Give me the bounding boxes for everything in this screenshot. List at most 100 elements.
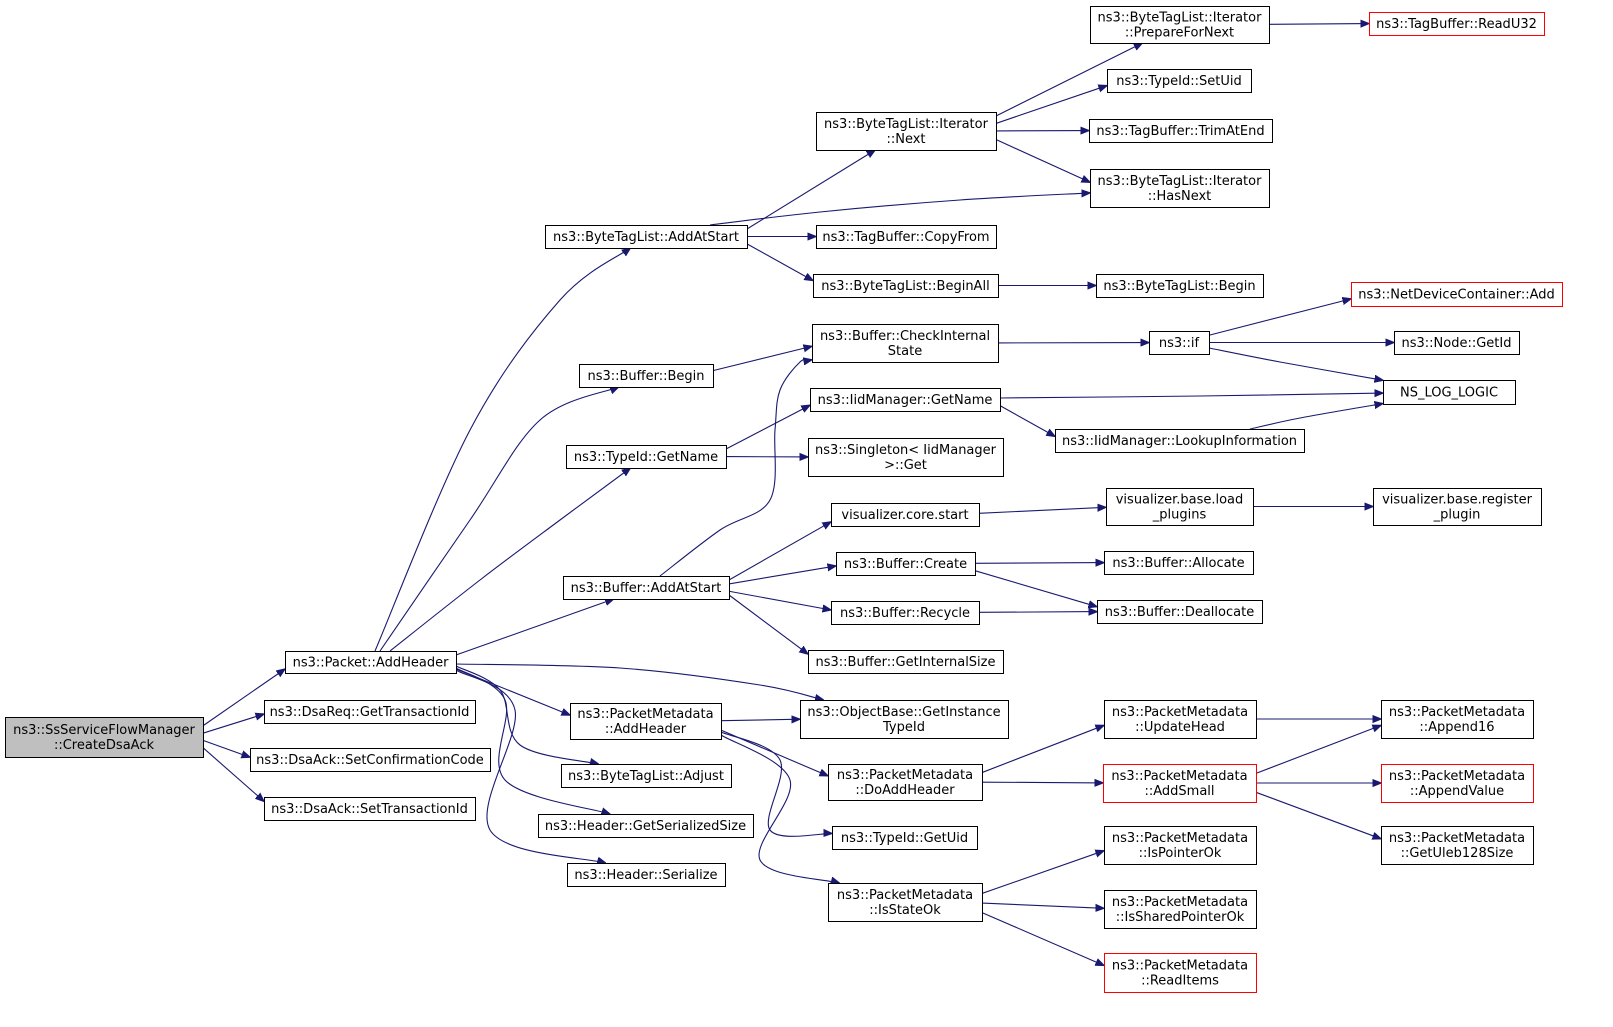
node-addheader[interactable]: ns3::Packet::AddHeader: [285, 651, 457, 674]
node-label-line: ns3::Buffer::GetInternalSize: [816, 655, 996, 670]
node-btl-it-next[interactable]: ns3::ByteTagList::Iterator::Next: [816, 112, 997, 151]
node-buffer-allocate[interactable]: ns3::Buffer::Allocate: [1104, 551, 1254, 575]
node-box: [1351, 282, 1563, 307]
node-btl-it-preparefornext[interactable]: ns3::ByteTagList::Iterator::PrepareForNe…: [1090, 6, 1270, 44]
node-tagbuf-trimatend[interactable]: ns3::TagBuffer::TrimAtEnd: [1089, 119, 1273, 143]
node-label-line: TypeId: [882, 720, 925, 735]
node-header-serialize[interactable]: ns3::Header::Serialize: [567, 863, 726, 887]
nodes-layer: ns3::SsServiceFlowManager::CreateDsaAckn…: [5, 6, 1563, 993]
node-label-line: ns3::Node::GetId: [1402, 336, 1512, 351]
node-tagbuf-readu32[interactable]: ns3::TagBuffer::ReadU32: [1369, 12, 1545, 36]
node-label-line: ns3::ByteTagList::BeginAll: [821, 279, 989, 294]
node-pm-ispointerok[interactable]: ns3::PacketMetadata::IsPointerOk: [1104, 826, 1257, 865]
node-ns-log-logic[interactable]: NS_LOG_LOGIC: [1383, 380, 1516, 405]
node-box: [1383, 380, 1516, 405]
node-buffer-create[interactable]: ns3::Buffer::Create: [836, 552, 976, 576]
edge-buffer_addatstart-to-buffer_checkinternal: [659, 359, 812, 577]
node-label-line: ns3::TagBuffer::TrimAtEnd: [1096, 124, 1264, 139]
node-label-line: ::ReadItems: [1141, 974, 1219, 989]
node-label-line: ns3::PacketMetadata: [1112, 959, 1248, 974]
node-label-line: ::AddHeader: [605, 722, 687, 737]
node-pm-updatehead[interactable]: ns3::PacketMetadata::UpdateHead: [1104, 700, 1257, 739]
edge-btl_it_next-to-btl_it_preparefornext: [995, 43, 1142, 117]
node-label-line: ns3::TypeId::GetName: [574, 450, 718, 465]
edge-pm_isstateok-to-pm_issharedpointerok: [981, 902, 1104, 908]
node-label-line: ns3::PacketMetadata: [1112, 831, 1248, 846]
node-tagbuf-copyfrom[interactable]: ns3::TagBuffer::CopyFrom: [816, 225, 997, 249]
node-label-line: ns3::ByteTagList::Begin: [1103, 279, 1255, 294]
edge-pm_doaddheader-to-pm_updatehead: [981, 725, 1104, 774]
node-box: [813, 274, 999, 298]
edge-buffer_addatstart-to-buffer_recycle: [728, 590, 831, 610]
node-buffer-recycle[interactable]: ns3::Buffer::Recycle: [831, 601, 980, 625]
node-dsareq-gettid[interactable]: ns3::DsaReq::GetTransactionId: [264, 700, 476, 724]
node-viz-core-start[interactable]: visualizer.core.start: [831, 503, 980, 527]
node-buffer-begin[interactable]: ns3::Buffer::Begin: [579, 364, 714, 388]
node-label-line: ns3::TagBuffer::CopyFrom: [822, 230, 989, 245]
node-pm-getuleb128size[interactable]: ns3::PacketMetadata::GetUleb128Size: [1381, 826, 1534, 865]
node-label-line: ns3::PacketMetadata: [1112, 895, 1248, 910]
node-pm-readitems[interactable]: ns3::PacketMetadata::ReadItems: [1104, 953, 1257, 993]
node-label-line: ns3::SsServiceFlowManager: [13, 723, 195, 738]
node-pm-appendvalue[interactable]: ns3::PacketMetadata::AppendValue: [1381, 764, 1534, 803]
node-dsaack-settid[interactable]: ns3::DsaAck::SetTransactionId: [264, 797, 476, 821]
node-box: [1104, 551, 1254, 575]
node-btl-addatstart[interactable]: ns3::ByteTagList::AddAtStart: [545, 225, 748, 249]
node-label-line: _plugin: [1433, 508, 1481, 523]
node-header-getsersize[interactable]: ns3::Header::GetSerializedSize: [538, 814, 754, 838]
node-pm-addheader[interactable]: ns3::PacketMetadata::AddHeader: [570, 703, 722, 740]
node-label-line: ::IsPointerOk: [1139, 846, 1222, 861]
node-label-line: ns3::Buffer::Recycle: [840, 606, 970, 621]
node-label-line: ns3::Singleton< IidManager: [815, 443, 997, 458]
node-label-line: ns3::ByteTagList::Iterator: [1098, 174, 1263, 189]
node-pm-issharedpointerok[interactable]: ns3::PacketMetadata::IsSharedPointerOk: [1104, 890, 1257, 929]
node-pm-append16[interactable]: ns3::PacketMetadata::Append16: [1381, 700, 1534, 739]
node-typeid-getname[interactable]: ns3::TypeId::GetName: [566, 445, 727, 469]
edge-btl_addatstart-to-btl_beginall: [746, 243, 813, 281]
node-box: [561, 764, 732, 788]
edge-iidmgr_lookupinfo-to-ns_log_logic: [1249, 404, 1383, 430]
node-btl-it-hasnext[interactable]: ns3::ByteTagList::Iterator::HasNext: [1090, 169, 1270, 208]
node-viz-base-loadplugins[interactable]: visualizer.base.load_plugins: [1106, 488, 1254, 526]
node-label-line: visualizer.base.register: [1382, 493, 1533, 508]
node-typeid-setuid[interactable]: ns3::TypeId::SetUid: [1107, 69, 1252, 93]
edge-typeid_getname-to-iidmgr_getname: [725, 405, 810, 450]
node-buffer-deallocate[interactable]: ns3::Buffer::Deallocate: [1097, 600, 1263, 624]
node-label-line: _plugins: [1152, 508, 1207, 523]
node-box: [1104, 826, 1257, 865]
node-dsaack-setcc[interactable]: ns3::DsaAck::SetConfirmationCode: [250, 748, 491, 772]
node-typeid-getuid[interactable]: ns3::TypeId::GetUid: [832, 826, 978, 850]
node-label-line: ns3::Header::Serialize: [574, 868, 717, 883]
node-iidmgr-lookupinfo[interactable]: ns3::IidManager::LookupInformation: [1055, 429, 1305, 453]
node-btl-begin[interactable]: ns3::ByteTagList::Begin: [1096, 274, 1264, 298]
node-box: [1373, 488, 1542, 526]
node-root[interactable]: ns3::SsServiceFlowManager::CreateDsaAck: [5, 717, 204, 758]
edge-ns3_if-to-ns_log_logic: [1208, 347, 1383, 380]
node-box: [567, 863, 726, 887]
node-label-line: ns3::IidManager::GetName: [818, 393, 993, 408]
node-netdevcont-add[interactable]: ns3::NetDeviceContainer::Add: [1351, 282, 1563, 307]
node-ns3-if[interactable]: ns3::if: [1149, 331, 1210, 355]
node-btl-beginall[interactable]: ns3::ByteTagList::BeginAll: [813, 274, 999, 298]
node-btl-adjust[interactable]: ns3::ByteTagList::Adjust: [561, 764, 732, 788]
node-buffer-getinternalsize[interactable]: ns3::Buffer::GetInternalSize: [808, 650, 1004, 674]
edge-buffer_addatstart-to-viz_core_start: [728, 522, 831, 581]
node-label-line: ::Next: [886, 132, 925, 147]
node-label-line: ns3::ByteTagList::AddAtStart: [553, 230, 739, 245]
node-pm-addsmall[interactable]: ns3::PacketMetadata::AddSmall: [1103, 764, 1257, 803]
node-label-line: ns3::ByteTagList::Iterator: [824, 117, 989, 132]
node-box: [816, 112, 997, 151]
edge-root-to-dsareq_gettid: [202, 714, 264, 734]
node-buffer-addatstart[interactable]: ns3::Buffer::AddAtStart: [563, 576, 730, 600]
node-singleton-get[interactable]: ns3::Singleton< IidManager>::Get: [808, 438, 1004, 477]
node-iidmgr-getname[interactable]: ns3::IidManager::GetName: [810, 388, 1001, 412]
node-label-line: ::AddSmall: [1144, 784, 1214, 799]
node-pm-doaddheader[interactable]: ns3::PacketMetadata::DoAddHeader: [828, 764, 983, 801]
node-viz-base-registerplugin[interactable]: visualizer.base.register_plugin: [1373, 488, 1542, 526]
edge-pm_doaddheader-to-pm_addsmall: [981, 782, 1103, 783]
edge-pm_addsmall-to-pm_getuleb128size: [1255, 791, 1381, 839]
node-node-getid[interactable]: ns3::Node::GetId: [1394, 331, 1520, 355]
node-pm-isstateok[interactable]: ns3::PacketMetadata::IsStateOk: [828, 883, 983, 922]
